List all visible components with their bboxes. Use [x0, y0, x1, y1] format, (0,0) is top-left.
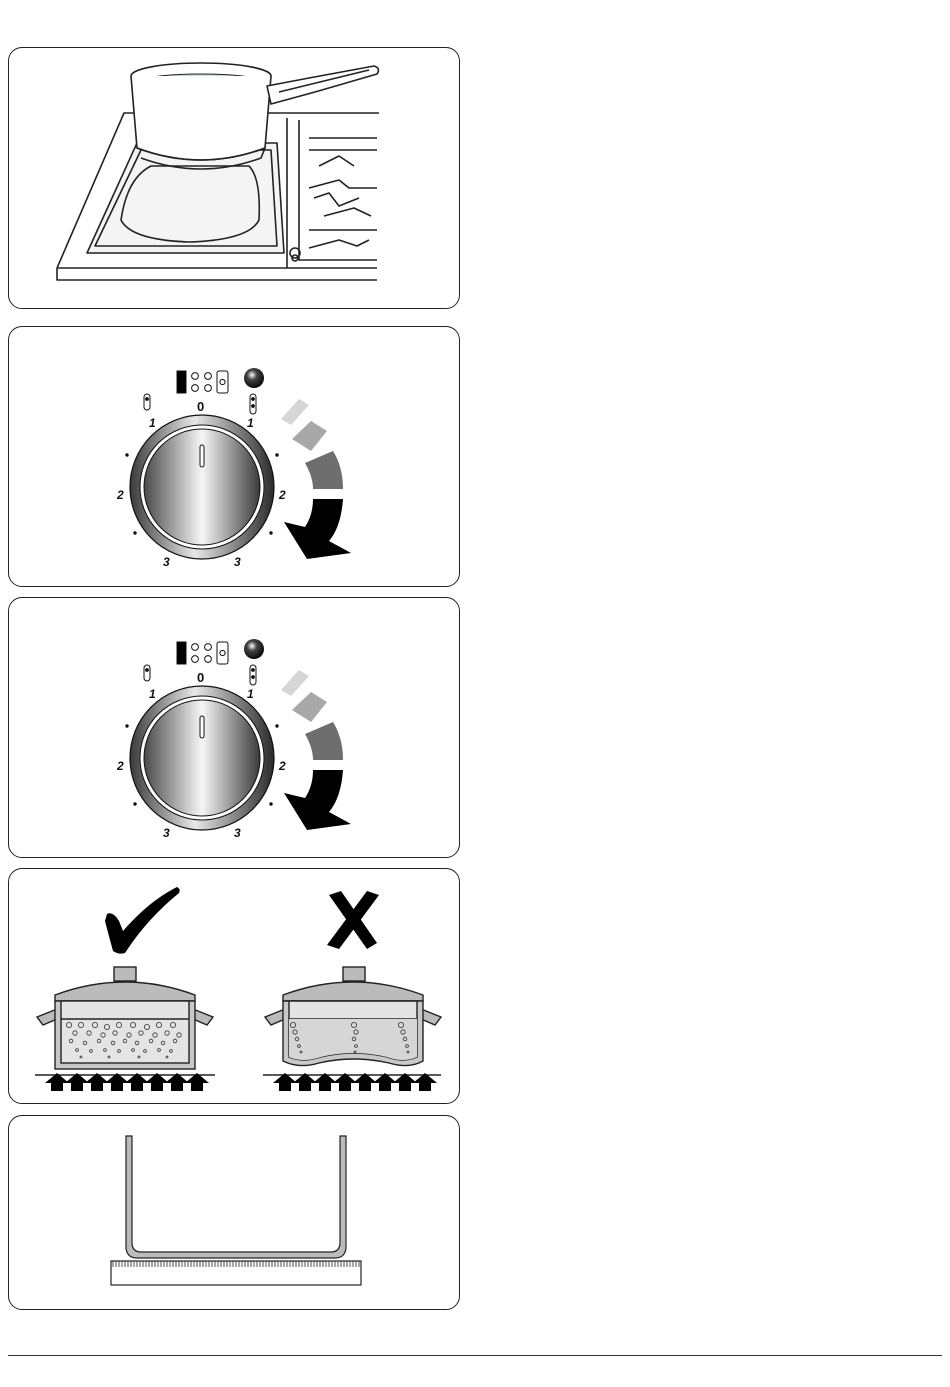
saucepan-illustration: [9, 48, 460, 309]
pan-cross-section: [126, 1136, 346, 1258]
control-knob-svg-2: 0 1 1 2 2 3 3: [9, 598, 460, 858]
saucepan-on-hotplate-figure: [8, 47, 460, 309]
left-element-icon: [144, 665, 150, 681]
control-knob[interactable]: [130, 415, 274, 559]
indicator-light-icon: [244, 368, 264, 388]
dial-label-right-3: 3: [234, 555, 241, 569]
heat-increase-arrow-icon: [281, 670, 351, 830]
dial-label-left-2: 2: [116, 759, 124, 773]
left-element-icon: [144, 394, 150, 410]
dial-label-left-2: 2: [116, 488, 124, 502]
footer-rule: [8, 1355, 942, 1356]
dial-label-left-1: 1: [149, 687, 156, 701]
flat-base-pan-illustration: [37, 967, 213, 1069]
pan-comparison-svg: [9, 869, 460, 1104]
dial-label-right-1: 1: [247, 687, 254, 701]
ruler-icon: [111, 1261, 361, 1285]
dial-label-right-2: 2: [278, 759, 286, 773]
tick-icon: [105, 887, 180, 954]
warped-base-pan-illustration: [265, 967, 441, 1066]
dial-label-zero: 0: [197, 670, 204, 685]
dial-label-right-2: 2: [278, 488, 286, 502]
right-element-icon: [250, 665, 256, 685]
heat-increase-arrow-icon: [281, 399, 351, 559]
knob-pointer-icon: [200, 716, 204, 738]
dial-label-zero: 0: [197, 399, 204, 414]
hotplate-symbol-icon: [177, 371, 228, 393]
pan-flatness-check-figure: [8, 1115, 460, 1310]
dial-label-left-3: 3: [163, 555, 170, 569]
control-knob-figure-2: 0 1 1 2 2 3 3: [8, 597, 460, 858]
control-knob-figure-1: 0 1 1 2 2 3 3: [8, 326, 460, 587]
pan-base-comparison-figure: [8, 868, 460, 1104]
cross-icon: [327, 891, 379, 949]
pan-flatness-svg: [9, 1116, 460, 1310]
indicator-light-icon: [244, 639, 264, 659]
dial-label-left-1: 1: [149, 416, 156, 430]
right-element-icon: [250, 394, 256, 414]
control-knob-svg-1: 0 1 1 2 2 3 3: [9, 327, 460, 587]
dial-label-left-3: 3: [163, 826, 170, 840]
hotplate-symbol-icon: [177, 642, 228, 664]
dial-label-right-3: 3: [234, 826, 241, 840]
control-knob[interactable]: [130, 686, 274, 830]
dial-label-right-1: 1: [247, 416, 254, 430]
knob-pointer-icon: [200, 445, 204, 467]
